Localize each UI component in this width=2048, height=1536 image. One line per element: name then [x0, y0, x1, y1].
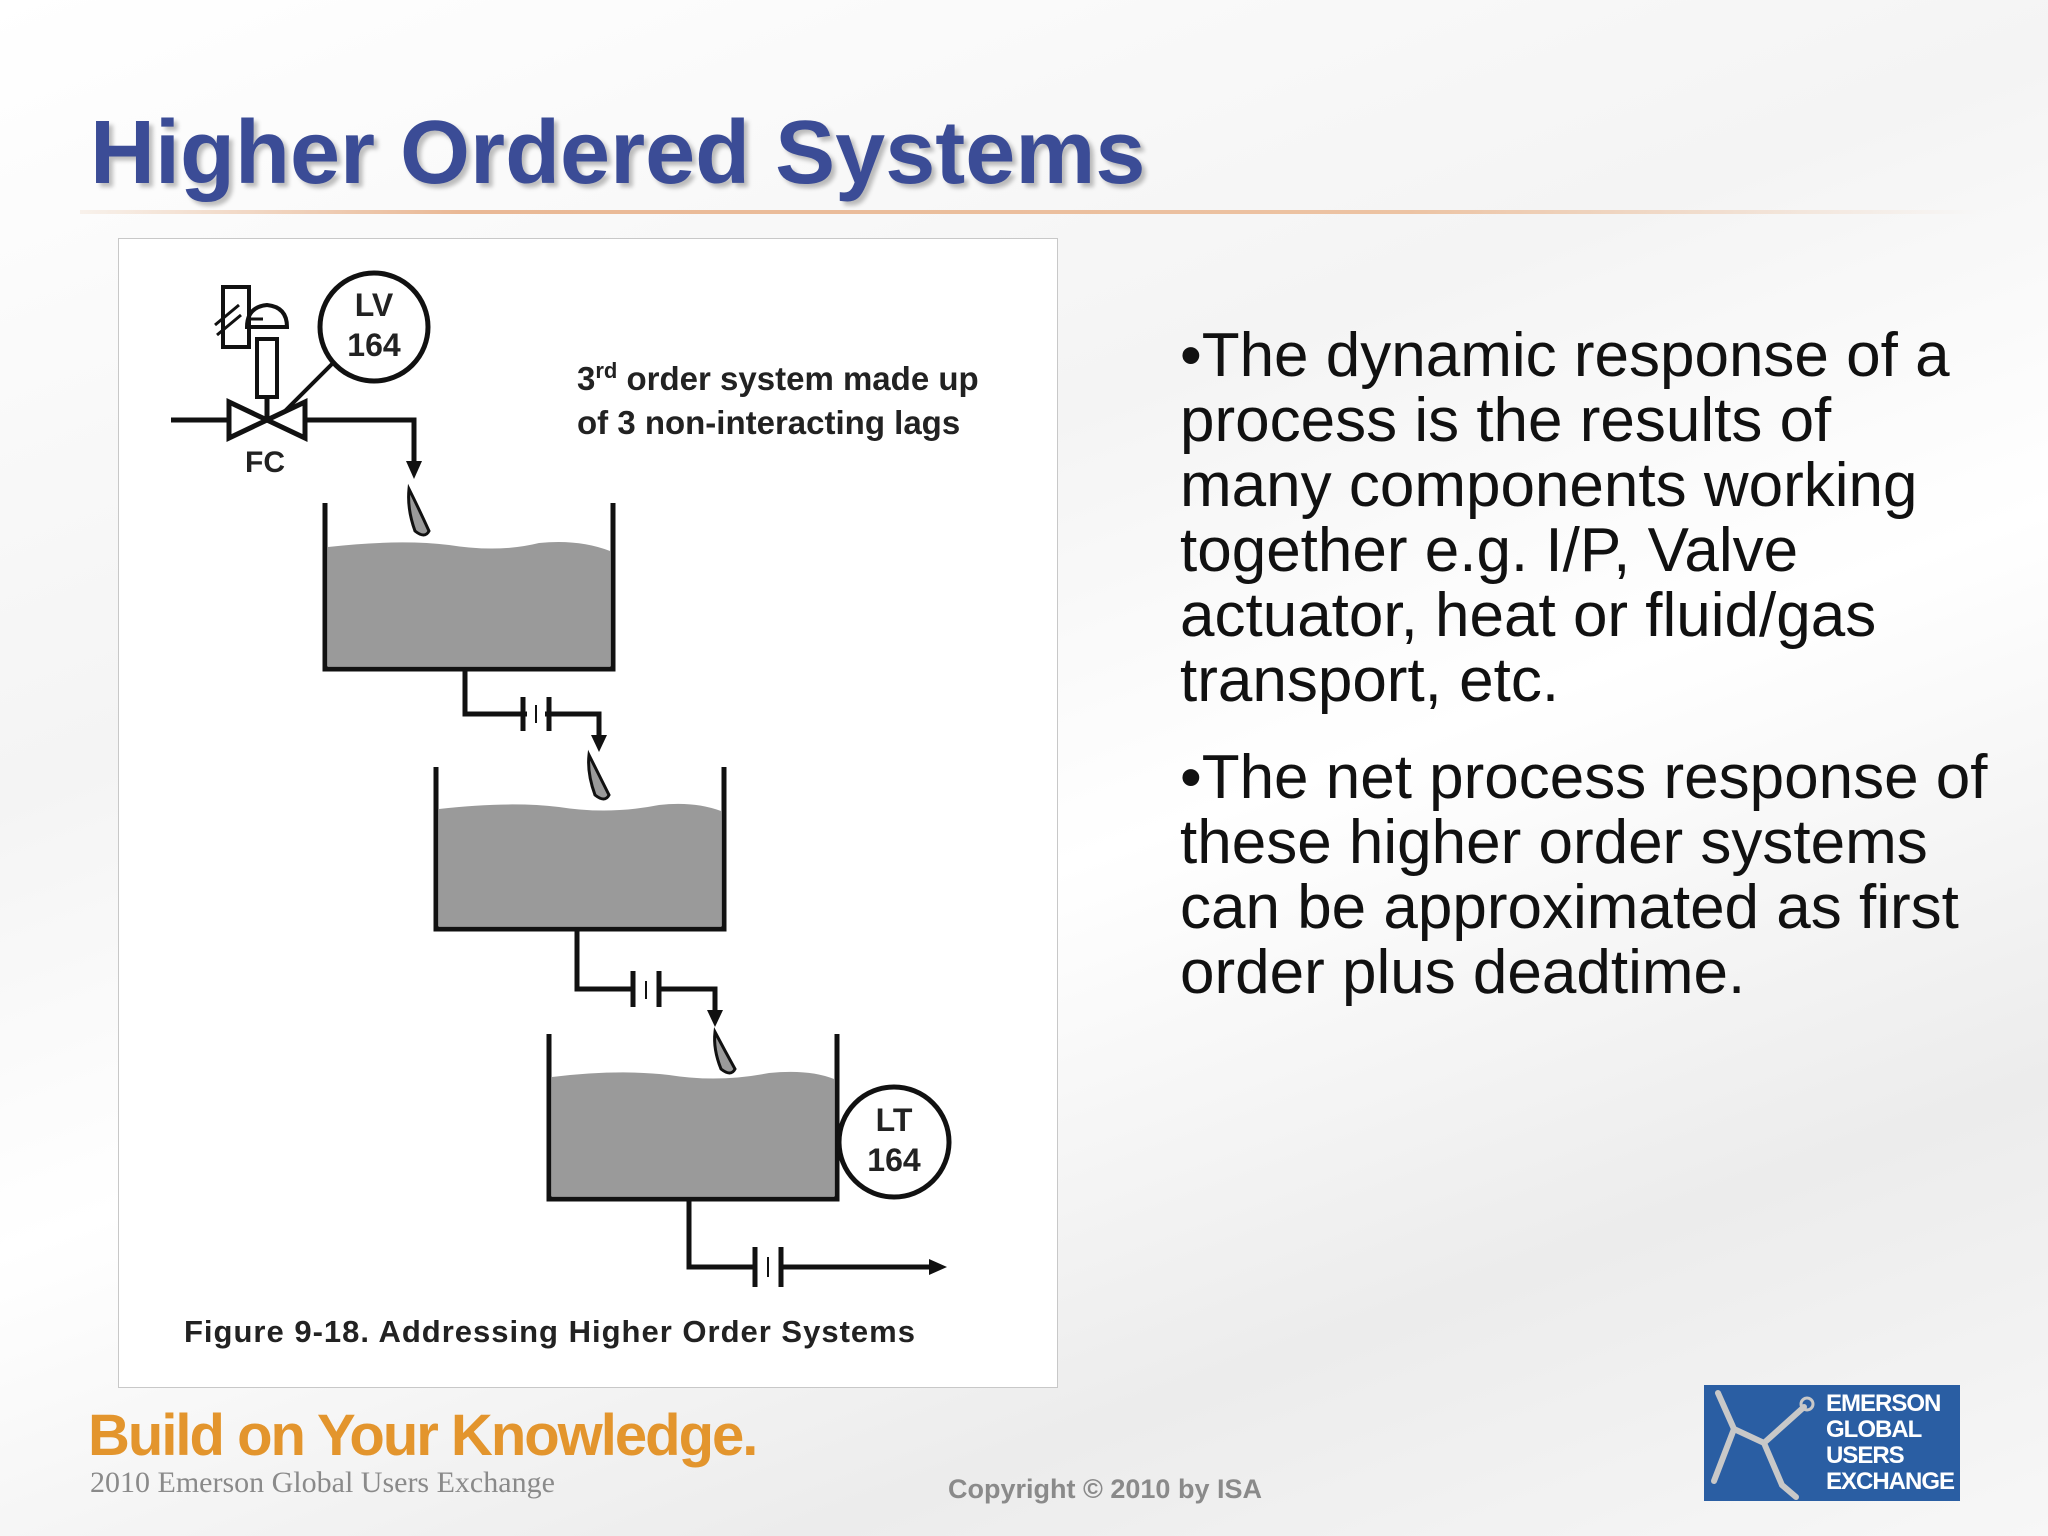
figure-caption: Figure 9-18. Addressing Higher Order Sys…: [184, 1314, 916, 1349]
bullet-item: •The net process response of these highe…: [1180, 743, 1988, 1007]
footer-event-name: 2010 Emerson Global Users Exchange: [90, 1466, 555, 1499]
drop-3: [713, 1027, 737, 1075]
actuator-body: [255, 337, 279, 399]
logo-wordmark: EMERSON GLOBAL USERS EXCHANGE: [1826, 1390, 1955, 1495]
note-prefix: 3: [577, 360, 596, 397]
slide-title: Higher Ordered Systems: [90, 103, 1146, 203]
logo-network-icon: [1711, 1390, 1815, 1500]
lv-tag-leader: [283, 361, 335, 413]
footer-brand-tagline: Build on Your Knowledge.: [88, 1403, 758, 1468]
tank-2: [433, 767, 727, 932]
tank-1-liquid: [328, 542, 610, 666]
process-figure: LV 164 FC 3rd order system made up of 3 …: [118, 238, 1058, 1388]
lt-tag-circle: [836, 1084, 952, 1200]
outlet-pipe-a: [686, 1199, 755, 1270]
tank-3: [546, 1034, 840, 1202]
logo-line: EMERSON: [1826, 1390, 1941, 1417]
tank-diagram: [171, 270, 952, 1287]
bullet-item: •The dynamic response of a process is th…: [1180, 321, 1950, 715]
lv-tag-line2: 164: [347, 327, 401, 363]
system-note: 3rd order system made up of 3 non-intera…: [577, 349, 979, 445]
lt-tag-line2: 164: [867, 1142, 921, 1178]
lv-tag-circle: [317, 270, 431, 384]
copyright-notice: Copyright © 2010 by ISA: [948, 1474, 1262, 1504]
pipe-2b: [659, 986, 718, 1014]
bullet-list: •The dynamic response of a process is th…: [1180, 323, 2000, 1037]
drop-2: [587, 749, 611, 801]
logo-line: EXCHANGE: [1826, 1468, 1955, 1495]
valve-body-left: [226, 398, 273, 442]
fail-closed-label: FC: [245, 446, 285, 479]
note-line1-rest: order system made up: [617, 360, 979, 397]
pipe-1a: [462, 669, 527, 717]
tank-1: [322, 503, 616, 672]
arrow-1: [591, 735, 607, 752]
inlet-arrow: [406, 461, 422, 479]
note-line2: of 3 non-interacting lags: [577, 404, 961, 441]
logo-line: USERS: [1826, 1442, 1905, 1469]
drop-1: [407, 483, 431, 537]
tank-3-liquid: [552, 1071, 834, 1196]
emerson-exchange-logo: EMERSON GLOBAL USERS EXCHANGE: [1704, 1385, 1960, 1501]
title-underline: [80, 210, 1980, 214]
actuator-diaphragm: [244, 302, 290, 329]
lv-tag-label: LV 164: [334, 285, 414, 365]
note-superscript: rd: [595, 358, 618, 383]
lt-tag-line1: LT: [875, 1102, 913, 1138]
lt-tag-label: LT 164: [854, 1100, 934, 1180]
positioner-hatch: [214, 303, 242, 337]
valve-outlet-pipe: [269, 417, 417, 466]
tank-2-liquid: [439, 803, 721, 926]
pipe-2a: [574, 929, 631, 992]
arrow-2: [707, 1010, 723, 1027]
lv-tag-line1: LV: [354, 287, 394, 323]
restriction-1: [520, 697, 552, 731]
restriction-3: [752, 1247, 784, 1287]
restriction-2: [630, 971, 662, 1007]
outlet-arrow: [929, 1259, 947, 1275]
pipe-1b: [545, 711, 602, 739]
logo-line: GLOBAL: [1826, 1416, 1922, 1443]
